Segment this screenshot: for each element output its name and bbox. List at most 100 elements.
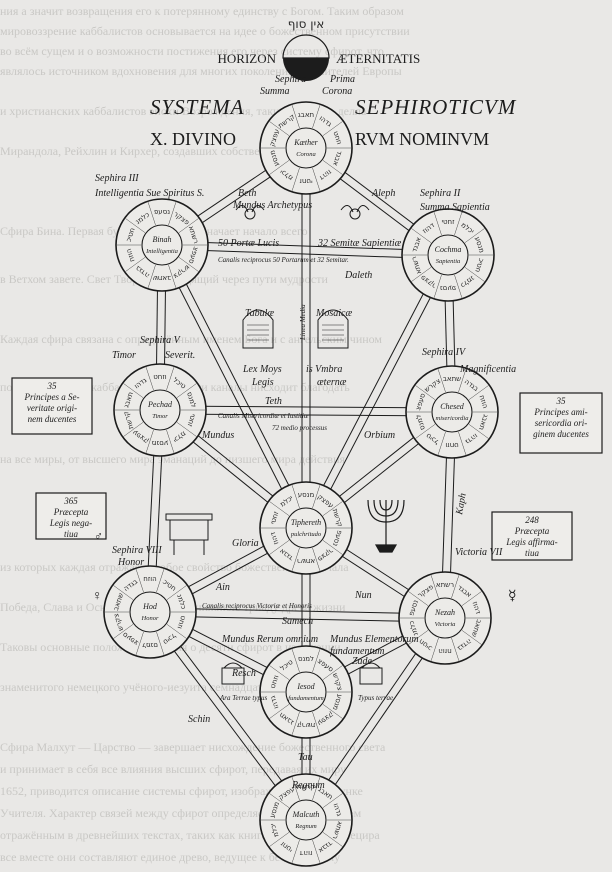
cherub-left-icon (235, 205, 265, 220)
label-ain: Ain (215, 582, 230, 593)
label-magnificentia: Magnificentia (459, 364, 516, 375)
mars-symbol: ♂ (94, 529, 103, 543)
label-portae-lucis: 50 Portæ Lucis (218, 238, 279, 249)
ring-hebrew-text: קרשת (297, 721, 316, 729)
label-medio-processus: 72 medio processus (272, 424, 327, 432)
sephira-meaning: Honor (141, 615, 159, 622)
ring-hebrew-text: גדהו (269, 695, 281, 710)
side-box-line: tiua (525, 548, 540, 558)
label-daleth: Daleth (344, 270, 372, 281)
label-linea-media: Linea Media (299, 304, 307, 341)
sephira-meaning: Regnum (294, 823, 317, 830)
ring-hebrew-text: דהוז (299, 849, 312, 857)
ring-hebrew-text: הוזח (125, 248, 137, 263)
tablets-of-law (242, 309, 349, 349)
ring-hebrew-text: קרשת (297, 783, 316, 791)
sephira-prima-right: Prima (329, 74, 355, 85)
label-fundamentum: fundamentum (330, 646, 384, 657)
label-legis: Legis (251, 377, 274, 388)
label-umbra: is Vmbra (306, 364, 342, 375)
right-tablet (317, 309, 349, 349)
label-binah-caption: Intelligentia Sue Spiritus S. (94, 188, 204, 199)
altar-lower-right-icon (359, 662, 383, 685)
sephira-meaning: pulchritudo (290, 531, 322, 538)
label-sephira-iii: Sephira III (95, 173, 139, 184)
channel-0-5 (301, 148, 311, 528)
horizon-right-label: ÆTERNITATIS (336, 51, 420, 66)
altar-lower-left-icon (221, 662, 245, 685)
title-systema: SYSTEMA (150, 95, 245, 119)
sephira-prima-left: Sephira (275, 74, 306, 85)
label-kaph: Kaph (454, 492, 469, 516)
side-box-line: tiua (64, 529, 79, 539)
sephira-name: Malcuth (292, 810, 320, 819)
sephira-meaning: Sapientia (436, 258, 461, 265)
sephira-name: Chesed (440, 402, 465, 411)
side-box-line: Principes a Se- (24, 392, 80, 402)
side-box-line: sericordia ori- (535, 418, 587, 428)
sephira-meaning: Corona (296, 151, 316, 158)
label-severitas: Severit. (165, 350, 195, 361)
side-box-line: Principes ami- (533, 407, 587, 417)
label-mundus: Mundus (201, 430, 234, 441)
label-nun: Nun (354, 590, 372, 601)
side-box-line: 35 (556, 396, 567, 406)
label-mundus-rerum: Mundus Rerum omnium (221, 634, 318, 645)
horizon-left-label: HORIZON (218, 51, 277, 66)
label-beth: Beth (238, 188, 256, 199)
label-samech: Samech (282, 616, 313, 627)
label-semitae: 32 Semitæ Sapientiæ (317, 238, 402, 249)
label-tabulae: Tabulæ (245, 308, 274, 319)
sephira-name: Iesod (296, 682, 315, 691)
label-zade: Zade (352, 656, 373, 667)
label-canalis-misericordiae: Canalis Misericordiæ et Iustitiæ (218, 412, 309, 420)
label-honor: Honor (117, 557, 144, 568)
label-aleph: Aleph (371, 188, 395, 199)
label-typus-terrae: Typus terrae (358, 694, 393, 702)
ring-hebrew-text: רשתא (297, 557, 315, 565)
ring-hebrew-text: דהוז (269, 531, 281, 546)
ring-hebrew-text: זחטי (269, 510, 281, 525)
ring-hebrew-text: זחטי (185, 413, 197, 428)
ring-hebrew-text: שתאב (153, 274, 171, 282)
label-canalis-victoriae: Canalis reciprocus Victoriæ et Honoris (202, 602, 312, 610)
ring-hebrew-text: הוזח (477, 394, 489, 409)
ring-hebrew-text: זחטי (441, 218, 455, 226)
label-resch: Resch (231, 668, 256, 679)
ring-hebrew-text: מנסע (298, 491, 315, 499)
ring-hebrew-text: וזחט (153, 373, 167, 381)
ring-hebrew-text: וזחט (332, 130, 344, 145)
side-box-line: Legis nega- (49, 518, 92, 528)
channel-6-7 (149, 607, 446, 623)
ring-hebrew-text: וזחט (445, 441, 459, 449)
ring-hebrew-text: למנס (298, 655, 314, 663)
ring-hebrew-text: מנסע (152, 439, 169, 447)
side-box-line: Legis affirma- (505, 537, 557, 547)
label-canalis-reciprocus: Canalis reciprocus 50 Portarum et 32 Sem… (218, 256, 349, 264)
ein-sof-hebrew: אין סוף (288, 17, 325, 31)
ring-hebrew-text: למנס (142, 641, 158, 649)
sephira-name: Cochma (435, 245, 462, 254)
header: אין סוף HORIZON ÆTERNITATIS Sephira Prim… (150, 17, 516, 149)
venus-symbol: ♀ (92, 589, 103, 604)
label-sephira-ii: Sephira II (420, 188, 461, 199)
channel-3-4 (159, 405, 453, 417)
side-box-line: 35 (47, 381, 58, 391)
title-nominum: RVM NOMINVM (355, 129, 489, 149)
ring-hebrew-text: תאבג (298, 111, 314, 119)
side-box-line: ginem ducentes (533, 429, 589, 439)
sephira-name: Tiphereth (291, 518, 321, 527)
label-schin: Schin (188, 714, 210, 725)
mercury-symbol: ☿ (508, 589, 517, 604)
